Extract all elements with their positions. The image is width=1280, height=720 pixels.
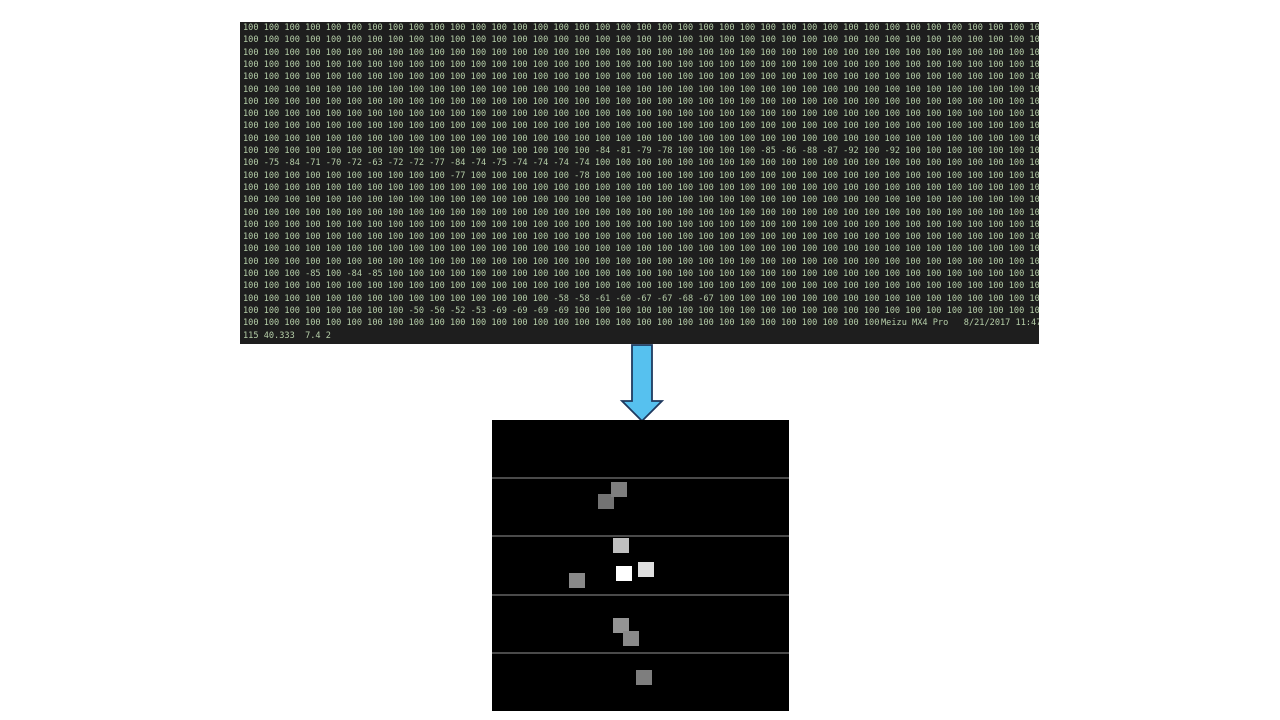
terminal-line: 100 100 100 100 100 100 100 100 100 100 …: [243, 133, 1039, 144]
terminal-line: 100 100 100 100 100 100 100 100 100 100 …: [243, 170, 1039, 181]
terminal-line: 100 -75 -84 -71 -70 -72 -63 -72 -72 -77 …: [243, 158, 1039, 169]
terminal-line: 100 100 100 100 100 100 100 100 100 100 …: [243, 72, 1039, 83]
terminal-line: 100 100 100 100 100 100 100 100 100 100 …: [243, 232, 1039, 243]
signal-cell: [613, 618, 629, 633]
terminal-line: 100 100 100 100 100 100 100 100 100 100 …: [243, 47, 1039, 58]
terminal-line: 100 100 100 100 100 100 100 100 100 100 …: [243, 219, 1039, 230]
terminal-line: 100 100 100 100 100 100 100 100 100 100 …: [243, 23, 1039, 33]
arrow-shape: [619, 344, 665, 423]
band-separator: [492, 594, 789, 596]
terminal-line: 100 100 100 100 100 100 100 100 -50 -50 …: [243, 305, 1039, 316]
terminal-line: 100 100 100 100 100 100 100 100 100 100 …: [243, 207, 1039, 218]
signal-cell: [598, 494, 614, 509]
rssi-heatmap-image: [492, 420, 789, 711]
signal-cell: [623, 631, 639, 646]
terminal-line: 100 100 100 100 100 100 100 100 100 100 …: [243, 293, 1039, 304]
terminal-line: 100 100 100 100 100 100 100 100 100 100 …: [243, 121, 1039, 132]
terminal-line: 100 100 100 100 100 100 100 100 100 100 …: [243, 84, 1039, 95]
band-separator: [492, 477, 789, 479]
terminal-line: 100 100 100 100 100 100 100 100 100 100 …: [243, 244, 1039, 255]
signal-cell: [613, 538, 629, 553]
signal-cell: [638, 562, 654, 577]
signal-cell: [616, 566, 632, 581]
down-arrow-icon: [619, 344, 665, 423]
terminal-line: 100 100 100 100 100 100 100 100 100 100 …: [243, 96, 1039, 107]
terminal-line: 100 100 100 100 100 100 100 100 100 100 …: [243, 281, 1039, 292]
rssi-terminal-output: 100 100 100 100 100 100 100 100 100 100 …: [240, 22, 1039, 344]
terminal-line: 100 100 100 100 100 100 100 100 100 100 …: [243, 195, 1039, 206]
signal-cell: [636, 670, 652, 685]
terminal-line: 100 100 100 100 100 100 100 100 100 100 …: [243, 182, 1039, 193]
band-separator: [492, 652, 789, 654]
signal-cell: [611, 482, 627, 497]
terminal-footer-device-timestamp: Meizu MX4 Pro 8/21/2017 11:47: [881, 318, 1039, 329]
terminal-line: 100 100 100 100 100 100 100 100 100 100 …: [243, 109, 1039, 120]
band-separator: [492, 535, 789, 537]
terminal-line: 100 100 100 100 100 100 100 100 100 100 …: [243, 256, 1039, 267]
signal-cell: [569, 573, 585, 588]
terminal-line: 100 100 100 -85 100 -84 -85 100 100 100 …: [243, 269, 1039, 279]
terminal-line: 100 100 100 100 100 100 100 100 100 100 …: [243, 318, 879, 329]
terminal-line: 100 100 100 100 100 100 100 100 100 100 …: [243, 59, 1039, 70]
terminal-line: 100 100 100 100 100 100 100 100 100 100 …: [243, 35, 1039, 46]
terminal-line: 100 100 100 100 100 100 100 100 100 100 …: [243, 146, 1039, 156]
terminal-line: 115 40.333 7.4 2: [243, 330, 331, 341]
